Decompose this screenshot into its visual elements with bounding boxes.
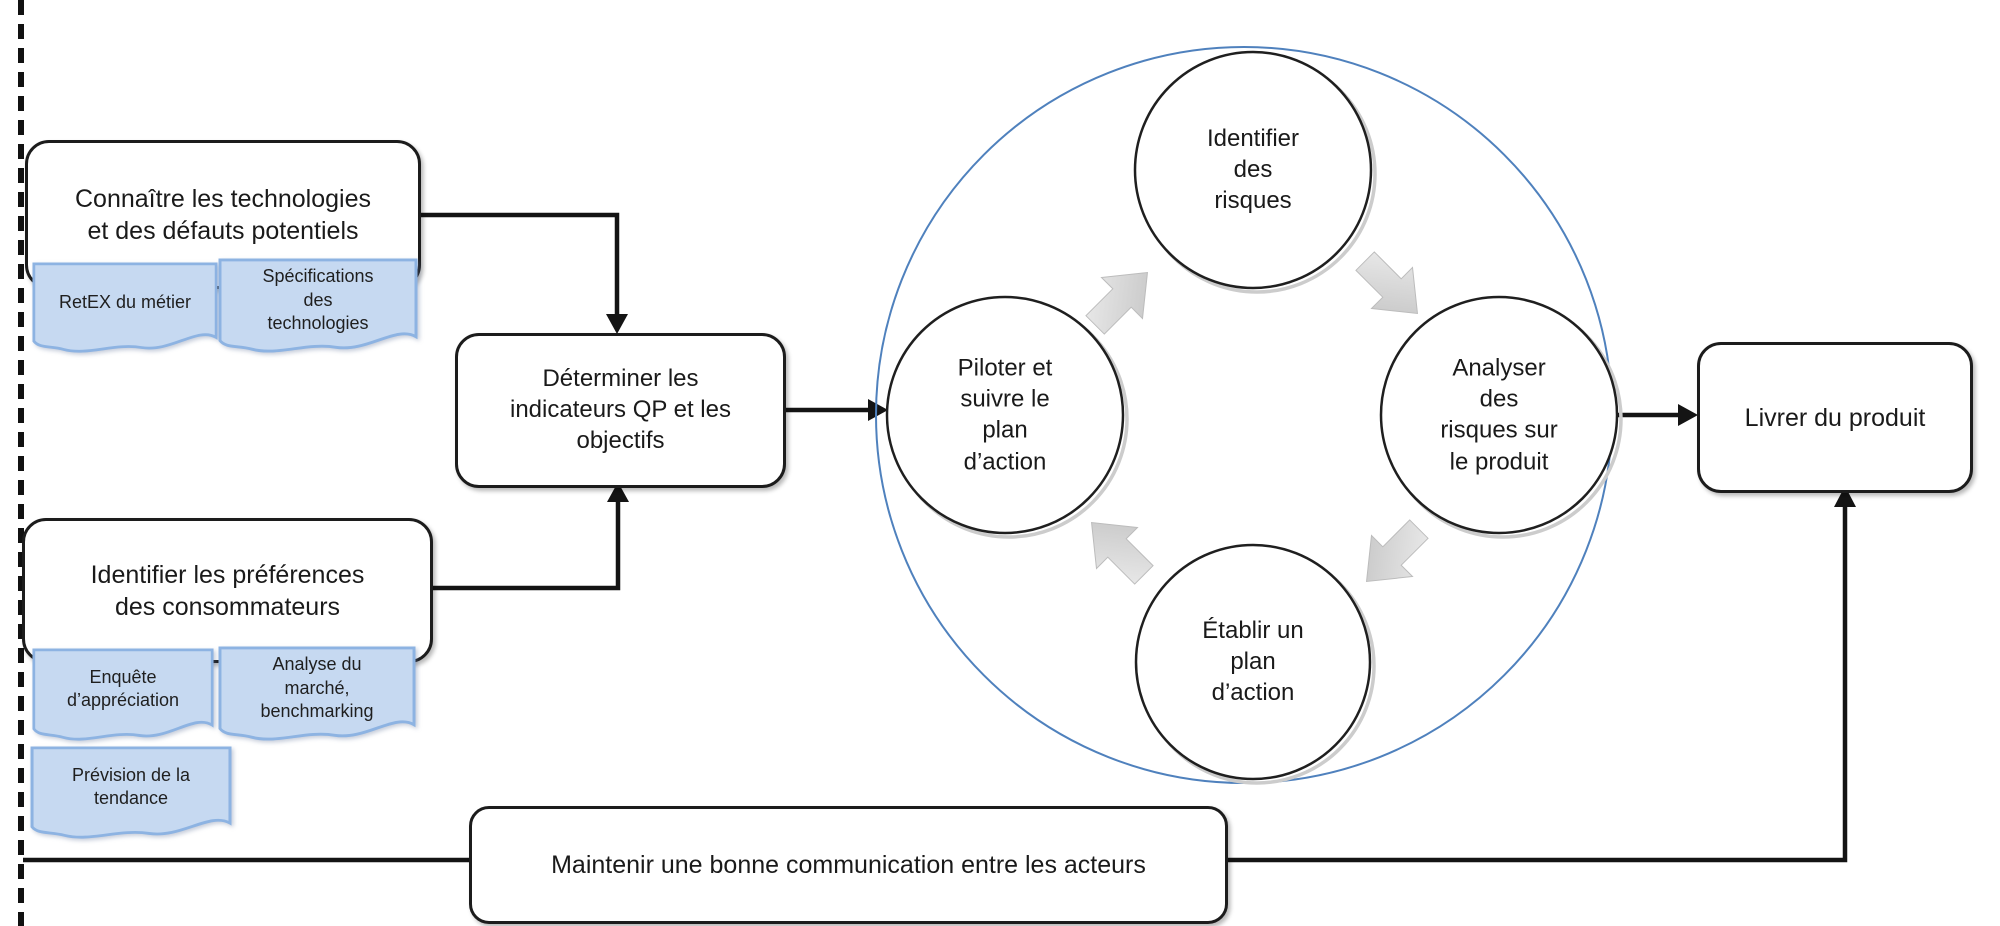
tag-retex-metier: RetEX du métier	[32, 262, 218, 354]
tag-label: Enquête d’appréciation	[66, 666, 180, 711]
cycle-label-piloter-plan: Piloter et suivre le plan d’action	[957, 354, 1053, 476]
tag-label: RetEX du métier	[58, 291, 192, 312]
tag-analyse-marche: Analyse du marché, benchmarking	[218, 646, 416, 742]
connector-technologies-to-indicateurs	[415, 212, 620, 314]
cycle-arrow-up-right-icon	[1085, 271, 1149, 335]
box-identifier-preferences: Identifier les préférences des consommat…	[22, 518, 433, 663]
document-shape-icon	[32, 262, 218, 353]
connector-communication-to-livrer	[1222, 506, 1848, 863]
tag-prevision-tendance: Prévision de la tendance	[30, 746, 232, 840]
cycle-node-etablir-plan	[1134, 543, 1372, 781]
document-shape-icon	[32, 648, 214, 741]
cycle-arrow-up-left-icon	[1090, 521, 1154, 585]
document-shape-icon	[30, 746, 232, 839]
tag-enquete-appreciation: Enquête d’appréciation	[32, 648, 214, 742]
cycle-label-analyser-risques: Analyser des risques sur le produit	[1440, 354, 1558, 476]
tag-label: Analyse du marché, benchmarking	[260, 654, 374, 721]
arrowhead-right-icon	[1678, 404, 1698, 426]
cycle-node-identifier-risques	[1133, 50, 1373, 290]
cycle-node-analyser-risques	[1379, 295, 1619, 535]
connector-preferences-to-indicateurs	[427, 502, 621, 591]
arrowhead-up-icon	[607, 482, 629, 502]
document-shape-icon	[218, 646, 416, 741]
document-shape-icon	[218, 258, 418, 353]
cycle-label-etablir-plan: Établir un plan d’action	[1202, 617, 1304, 707]
box-maintenir-communication: Maintenir une bonne communication entre …	[469, 806, 1228, 924]
tag-specifications-technologies: Spécifications des technologies	[218, 258, 418, 354]
tag-label: Spécifications des technologies	[262, 266, 374, 333]
cycle-arrow-down-left-icon	[1365, 519, 1429, 583]
box-livrer-produit: Livrer du produit	[1697, 342, 1973, 493]
cycle-node-piloter-plan	[885, 295, 1125, 535]
arrowhead-right-icon	[868, 399, 888, 421]
box-determiner-indicateurs: Déterminer les indicateurs QP et les obj…	[455, 333, 786, 488]
tag-label: Prévision de la tendance	[71, 764, 191, 809]
cycle-label-identifier-risques: Identifier des risques	[1206, 125, 1300, 215]
cycle-arrow-down-right-icon	[1355, 251, 1419, 315]
arrowhead-up-icon	[1834, 486, 1856, 507]
arrowhead-down-icon	[606, 314, 628, 334]
